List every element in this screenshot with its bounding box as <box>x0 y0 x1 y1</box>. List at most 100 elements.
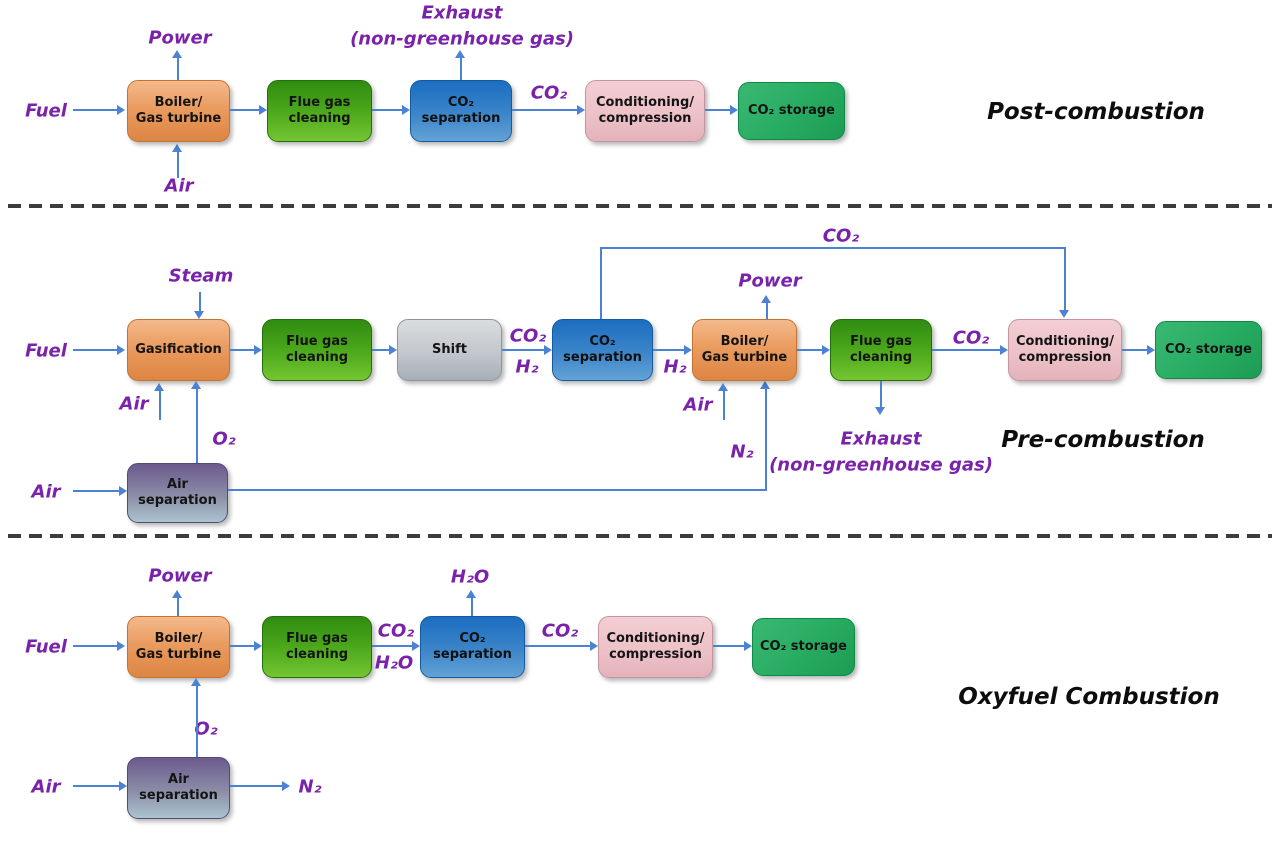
post-combustion-title: Post-combustion <box>987 99 1205 125</box>
box-label-line: Conditioning/ <box>595 95 695 111</box>
pre-co2-storage-box: CO₂ storage <box>1155 321 1262 379</box>
pre-o2-arrowhead <box>191 381 201 389</box>
box-label-line: Shift <box>432 342 467 358</box>
box-label-line: cleaning <box>288 111 351 126</box>
pre-co2-bypass-label: CO₂ <box>822 225 860 247</box>
section-divider <box>8 534 1272 538</box>
pre-boiler-air-arrowhead <box>718 383 728 391</box>
pre-conditioning-box: Conditioning/ compression <box>1008 319 1122 381</box>
box-label-line: Flue gas <box>850 334 912 350</box>
box-label-line: CO₂ storage <box>1164 342 1252 358</box>
pre-flue2-to-cond-line <box>932 349 1000 351</box>
oxy-h2o-arrow-line <box>471 598 473 616</box>
pre-boiler-to-flue2-line <box>797 349 822 351</box>
post-exhaust-arrowhead <box>455 50 465 58</box>
oxy-boiler-box: Boiler/ Gas turbine <box>127 616 230 678</box>
box-label-line: cleaning <box>285 350 349 365</box>
box-label-line: Flue gas <box>288 95 351 111</box>
oxy-o2-arrowhead <box>191 678 201 686</box>
box-label-line: CO₂ storage <box>747 103 835 119</box>
pre-shift-to-sep-line <box>502 349 544 351</box>
oxy-h2o-arrowhead <box>466 590 476 598</box>
post-co2-stream-label: CO₂ <box>530 82 568 104</box>
post-power-arrow-line <box>177 58 179 80</box>
pre-flue-to-shift-line <box>372 349 389 351</box>
pre-exhaust-arrowhead <box>875 407 885 415</box>
post-power-arrowhead <box>172 50 182 58</box>
box-label-line: Air <box>168 772 189 788</box>
oxy-fuel-label: Fuel <box>25 636 67 658</box>
box-label-line: Gasification <box>135 342 222 358</box>
pre-fuel-label: Fuel <box>25 340 67 362</box>
pre-flue2-to-cond-arrowhead <box>1000 345 1008 355</box>
oxy-conditioning-box: Conditioning/ compression <box>598 616 713 678</box>
box-label-line: separation <box>138 493 217 508</box>
post-exhaust-arrow-line <box>460 58 462 80</box>
pre-gasif-to-flue-line <box>230 349 254 351</box>
pre-boiler-to-flue2-arrowhead <box>822 345 830 355</box>
pre-power-arrow-line <box>766 303 768 319</box>
pre-n2-label: N₂ <box>730 441 754 463</box>
box-label-line: CO₂ storage <box>759 639 847 655</box>
oxy-cond-to-storage-line <box>713 645 744 647</box>
oxy-co2-storage-box: CO₂ storage <box>752 618 855 676</box>
oxy-air-arrow-line <box>73 785 119 787</box>
section-divider <box>8 204 1272 208</box>
pre-o2-label: O₂ <box>212 428 236 450</box>
pre-air-supply-arrow-line <box>73 490 119 492</box>
oxy-flue-to-sep-line <box>372 645 412 647</box>
box-label-line: Gas turbine <box>701 350 788 365</box>
box-label-line: Conditioning/ <box>1015 334 1115 350</box>
pre-exhaust-arrow-line <box>880 381 882 407</box>
oxy-o2-arrow-line <box>196 686 198 757</box>
post-power-label: Power <box>148 27 212 49</box>
pre-sep-to-boiler-arrowhead <box>684 345 692 355</box>
oxyfuel-combustion-title: Oxyfuel Combustion <box>958 684 1220 710</box>
oxy-o2-label: O₂ <box>194 718 218 740</box>
pre-air-separation-box: Air separation <box>127 463 228 523</box>
oxy-h2o-out-label: H₂O <box>450 566 490 588</box>
box-label-line: cleaning <box>285 647 349 662</box>
pre-shift-box: Shift <box>397 319 502 381</box>
pre-steam-arrowhead <box>194 311 204 319</box>
post-flue-to-sep-arrowhead <box>402 105 410 115</box>
pre-co2-bypass-horizontal-line <box>600 247 1066 249</box>
post-cond-to-storage-line <box>705 109 730 111</box>
oxy-co2-flue-label: CO₂ <box>377 620 415 642</box>
oxy-air-arrowhead <box>119 781 127 791</box>
oxy-h2o-flue-label: H₂O <box>374 652 414 674</box>
box-label-line: Boiler/ <box>154 631 203 647</box>
pre-co2-bypass-arrowhead <box>1059 310 1069 318</box>
post-co2-separation-box: CO₂ separation <box>410 80 512 142</box>
post-boiler-to-flue-line <box>230 109 259 111</box>
box-label-line: CO₂ <box>459 631 486 647</box>
pre-power-label: Power <box>738 270 802 292</box>
post-flue-gas-cleaning-box: Flue gas cleaning <box>267 80 372 142</box>
pre-flue-to-shift-arrowhead <box>389 345 397 355</box>
pre-n2-horizontal-line <box>228 489 767 491</box>
pre-combustion-title: Pre-combustion <box>1001 427 1205 453</box>
pre-air-arrow-line <box>159 391 161 420</box>
post-boiler-box: Boiler/ Gas turbine <box>127 80 230 142</box>
box-label-line: separation <box>139 788 218 803</box>
box-label-line: Flue gas <box>286 631 348 647</box>
oxy-n2-arrowhead <box>282 781 290 791</box>
pre-o2-arrow-line <box>196 389 198 463</box>
pre-flue-gas-cleaning-box-2: Flue gas cleaning <box>830 319 932 381</box>
box-label-line: Boiler/ <box>720 334 769 350</box>
pre-co2-bypass-up-line <box>600 248 602 319</box>
oxy-cond-to-storage-arrowhead <box>744 641 752 651</box>
pre-h2-shift-label: H₂ <box>515 356 539 378</box>
box-label-line: compression <box>1018 350 1112 365</box>
pre-boiler-box: Boiler/ Gas turbine <box>692 319 797 381</box>
pre-steam-label: Steam <box>168 265 234 287</box>
pre-co2-bypass-down-line <box>1064 248 1066 310</box>
pre-n2-vertical-line <box>765 389 767 490</box>
pre-flue-gas-cleaning-box: Flue gas cleaning <box>262 319 372 381</box>
pre-air-supply-arrowhead <box>119 486 127 496</box>
pre-shift-to-sep-arrowhead <box>544 345 552 355</box>
post-air-label: Air <box>164 175 194 197</box>
oxy-power-arrowhead <box>172 590 182 598</box>
pre-exhaust-label: Exhaust <box>840 428 922 450</box>
oxy-n2-label: N₂ <box>298 776 322 798</box>
